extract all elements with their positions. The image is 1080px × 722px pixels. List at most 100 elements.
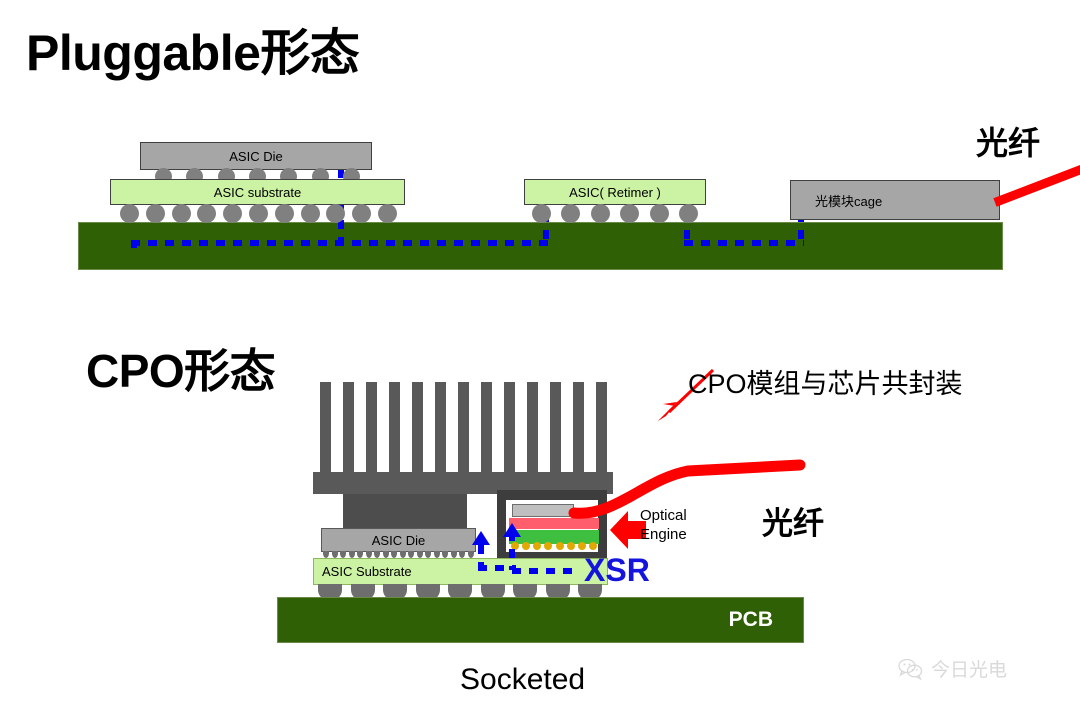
cpo-pcb-label: PCB bbox=[728, 608, 773, 631]
gold-bump bbox=[588, 542, 597, 550]
bga-ball bbox=[513, 584, 537, 601]
cpo-bga-ball-row bbox=[318, 584, 602, 601]
cpo-asic-substrate-label: ASIC Substrate bbox=[322, 564, 412, 579]
cpo-optical-engine-ball-row bbox=[511, 542, 597, 550]
solder-ball bbox=[326, 204, 346, 223]
optical-engine-label: Optical Engine bbox=[640, 506, 687, 544]
bga-ball bbox=[415, 584, 440, 601]
pluggable-substrate-ball-row bbox=[120, 204, 397, 223]
watermark: 今日光电 bbox=[898, 655, 1007, 682]
heatsink-fin bbox=[573, 382, 584, 472]
cpo-xsr-arrow-left bbox=[472, 531, 490, 545]
heatsink-fin bbox=[435, 382, 446, 472]
heatsink-fin bbox=[343, 382, 354, 472]
microbump bbox=[374, 551, 381, 558]
cpo-optical-fiber bbox=[568, 459, 806, 519]
heatsink-fin bbox=[458, 382, 469, 472]
microbump bbox=[331, 551, 338, 558]
cpo-package-lid bbox=[343, 494, 467, 528]
copackage-annotation-arrow bbox=[657, 368, 715, 422]
gold-bump bbox=[577, 542, 586, 550]
gold-bump bbox=[522, 542, 531, 550]
solder-ball bbox=[649, 204, 669, 223]
solder-ball bbox=[274, 204, 294, 223]
pluggable-optical-module-cage: 光模块cage bbox=[790, 180, 1000, 220]
heatsink-fin bbox=[527, 382, 538, 472]
cpo-die-microbump-row bbox=[323, 551, 474, 558]
solder-ball bbox=[300, 204, 320, 223]
cpo-heatsink-base bbox=[313, 472, 613, 494]
cpo-xsr-via-left bbox=[478, 545, 484, 571]
heatsink-fin bbox=[412, 382, 423, 472]
solder-ball bbox=[223, 204, 243, 223]
copackage-note: CPO模组与芯片共封装 bbox=[688, 369, 963, 399]
cpo-optical-engine-pic-layer bbox=[509, 530, 599, 544]
bga-ball bbox=[318, 584, 342, 601]
pluggable-section-title: Pluggable形态 bbox=[26, 25, 360, 81]
cpo-xsr-via-right bbox=[509, 532, 515, 570]
cpo-optical-engine-base bbox=[497, 552, 607, 561]
optical-engine-label-line2: Engine bbox=[640, 526, 687, 543]
cpo-pcb: PCB bbox=[277, 597, 804, 643]
gold-bump bbox=[555, 542, 564, 550]
bga-ball bbox=[448, 584, 472, 601]
microbump bbox=[323, 551, 329, 558]
pluggable-trace-via-cage bbox=[798, 196, 804, 244]
heatsink-fin bbox=[366, 382, 377, 472]
bga-ball bbox=[578, 584, 602, 601]
microbump bbox=[399, 551, 406, 558]
microbump bbox=[433, 551, 440, 558]
microbump bbox=[365, 551, 372, 558]
wechat-icon bbox=[898, 658, 923, 680]
microbump bbox=[340, 551, 347, 558]
optical-engine-pointer-arrow bbox=[610, 511, 646, 549]
heatsink-fin bbox=[389, 382, 400, 472]
solder-ball bbox=[561, 204, 581, 223]
cpo-xsr-trace-left bbox=[478, 565, 516, 571]
pluggable-asic-substrate-label: ASIC substrate bbox=[213, 184, 302, 200]
microbump bbox=[442, 551, 449, 558]
heatsink-fin bbox=[504, 382, 515, 472]
pluggable-fiber-label: 光纤 bbox=[976, 125, 1041, 161]
pluggable-asic-die: ASIC Die bbox=[140, 142, 372, 170]
cpo-xsr-trace bbox=[512, 568, 575, 574]
cpo-section-title: CPO形态 bbox=[86, 345, 276, 397]
pluggable-trace-segment-2 bbox=[684, 240, 804, 246]
pluggable-retimer-ball-row bbox=[532, 204, 698, 223]
pluggable-trace-stub-left bbox=[131, 240, 137, 248]
cpo-optical-engine-right-wall bbox=[598, 490, 607, 560]
microbump bbox=[459, 551, 466, 558]
cpo-xsr-arrow-right bbox=[503, 523, 521, 537]
cpo-heatsink-fins bbox=[320, 382, 607, 472]
solder-ball bbox=[171, 204, 191, 223]
microbump bbox=[425, 551, 432, 558]
pluggable-asic-substrate: ASIC substrate bbox=[110, 179, 405, 205]
solder-ball bbox=[532, 204, 551, 223]
heatsink-fin bbox=[481, 382, 492, 472]
solder-ball bbox=[590, 204, 610, 223]
watermark-text: 今日光电 bbox=[931, 660, 1008, 681]
microbump bbox=[357, 551, 364, 558]
gold-bump bbox=[544, 542, 553, 550]
solder-ball bbox=[145, 204, 165, 223]
cpo-asic-die: ASIC Die bbox=[321, 528, 476, 552]
solder-ball bbox=[248, 204, 268, 223]
microbump bbox=[391, 551, 398, 558]
pluggable-cage-label: 光模块cage bbox=[815, 193, 883, 209]
bga-ball bbox=[383, 584, 407, 601]
microbump bbox=[408, 551, 415, 558]
microbump bbox=[467, 551, 474, 558]
heatsink-fin bbox=[596, 382, 607, 472]
heatsink-fin bbox=[550, 382, 561, 472]
cpo-optical-engine-laser-layer bbox=[509, 518, 599, 529]
solder-ball bbox=[620, 204, 640, 223]
pluggable-retimer-block: ASIC( Retimer ) bbox=[524, 179, 706, 205]
cpo-xsr-label: XSR bbox=[584, 552, 650, 588]
solder-ball bbox=[120, 204, 139, 223]
solder-ball bbox=[197, 204, 217, 223]
microbump bbox=[416, 551, 423, 558]
solder-ball bbox=[678, 204, 698, 223]
pluggable-asic-die-label: ASIC Die bbox=[229, 148, 283, 164]
solder-ball bbox=[377, 204, 397, 223]
pluggable-optical-fiber bbox=[993, 160, 1080, 207]
